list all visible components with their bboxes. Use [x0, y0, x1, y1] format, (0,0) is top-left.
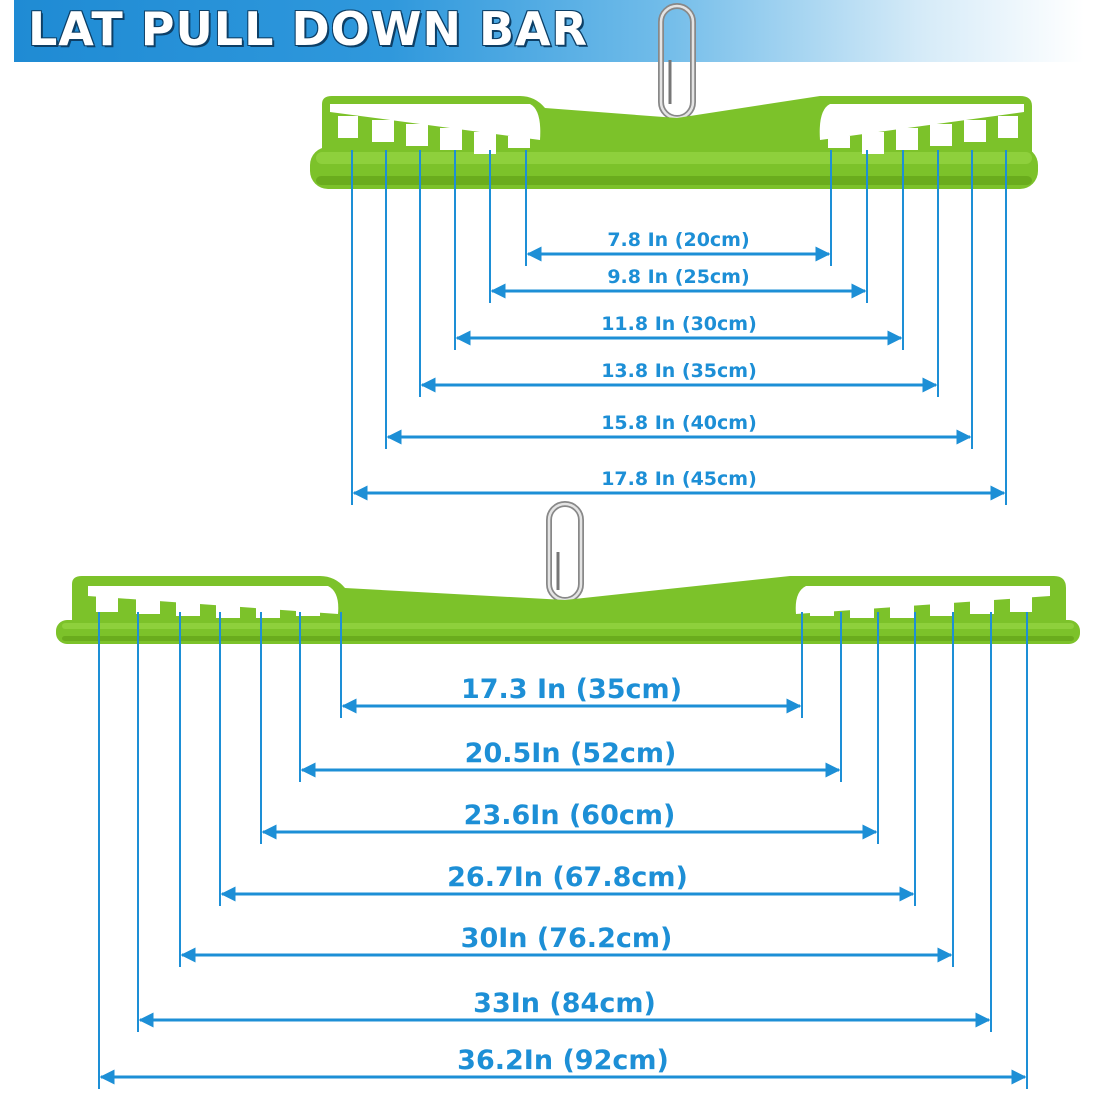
- dimension-small-bar-4: 15.8 In (40cm): [385, 150, 973, 449]
- dimension-small-bar-1: 9.8 In (25cm): [489, 150, 868, 303]
- dimension-label: 33In (84cm): [473, 988, 656, 1019]
- dimension-label: 30In (76.2cm): [461, 923, 673, 954]
- dimension-label: 7.8 In (20cm): [607, 229, 749, 251]
- dimension-label: 15.8 In (40cm): [601, 412, 757, 434]
- dimension-label: 26.7In (67.8cm): [447, 862, 688, 893]
- dimension-label: 17.3 In (35cm): [461, 674, 682, 705]
- small-bar-slots-right: [819, 104, 1024, 154]
- dimension-label: 9.8 In (25cm): [607, 266, 749, 288]
- dimension-small-bar-3: 13.8 In (35cm): [419, 150, 939, 397]
- dimension-large-bar-3: 26.7In (67.8cm): [219, 612, 916, 906]
- dimension-small-bar-5: 17.8 In (45cm): [351, 150, 1007, 505]
- dimension-large-bar-6: 36.2In (92cm): [98, 612, 1028, 1089]
- dimension-small-bar-2: 11.8 In (30cm): [454, 150, 904, 350]
- large-bar: 17.3 In (35cm) 20.5In (52cm) 23.6In (60cm)…: [56, 501, 1080, 1089]
- small-bar: 7.8 In (20cm) 9.8 In (25cm) 11.8 In (30cm)…: [310, 3, 1038, 505]
- dimension-label: 20.5In (52cm): [465, 738, 677, 769]
- carabiner-icon: [658, 3, 696, 121]
- dimension-small-bar-0: 7.8 In (20cm): [525, 150, 832, 266]
- large-bar-slots-right: [795, 586, 1050, 618]
- dimension-label: 13.8 In (35cm): [601, 360, 757, 382]
- title-banner: LAT PULL DOWN BAR: [14, 0, 1084, 62]
- carabiner-icon: [546, 501, 584, 603]
- large-bar-dimensions: 17.3 In (35cm) 20.5In (52cm) 23.6In (60cm)…: [98, 612, 1028, 1089]
- large-bar-slots-left: [88, 586, 339, 618]
- dimension-large-bar-0: 17.3 In (35cm): [340, 612, 803, 718]
- dimension-label: 23.6In (60cm): [464, 800, 676, 831]
- dimension-large-bar-4: 30In (76.2cm): [179, 612, 954, 967]
- dimension-label: 17.8 In (45cm): [601, 468, 757, 490]
- dimension-label: 36.2In (92cm): [457, 1045, 669, 1076]
- page-title: LAT PULL DOWN BAR: [28, 2, 589, 56]
- dimension-large-bar-2: 23.6In (60cm): [260, 612, 879, 844]
- small-bar-slots-left: [330, 104, 541, 154]
- dimension-large-bar-1: 20.5In (52cm): [299, 612, 842, 782]
- small-bar-dimensions: 7.8 In (20cm) 9.8 In (25cm) 11.8 In (30cm)…: [351, 150, 1007, 505]
- dimension-label: 11.8 In (30cm): [601, 313, 757, 335]
- dimension-large-bar-5: 33In (84cm): [137, 612, 992, 1032]
